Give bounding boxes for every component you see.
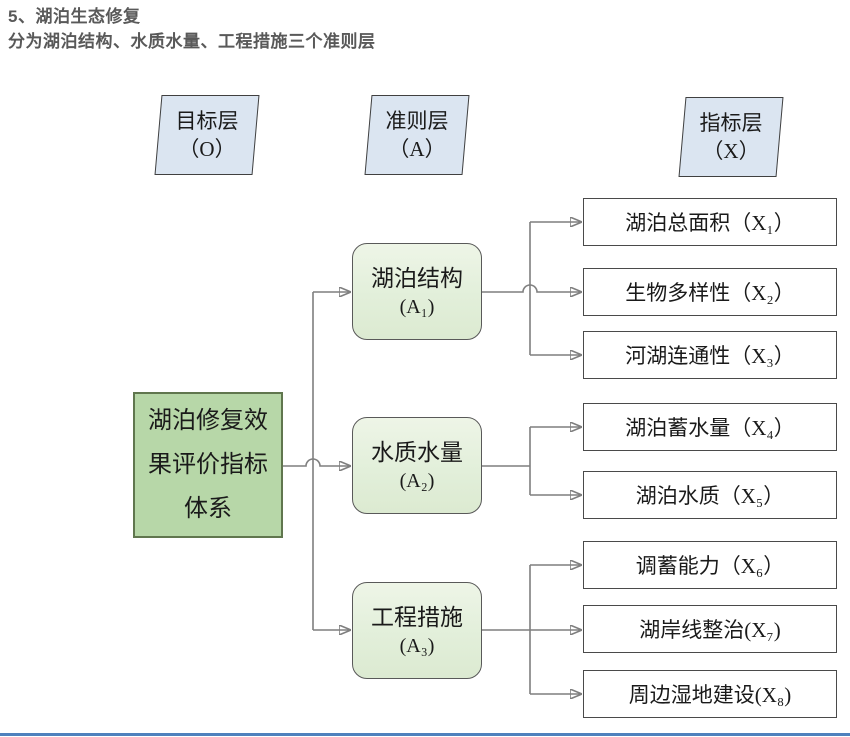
bottom-divider-rule <box>0 733 850 736</box>
indicator-box-x8: 周边湿地建设(X₈) <box>583 670 837 718</box>
goal-box: 湖泊修复效果评价指标体系 <box>133 392 283 538</box>
criterion-box-a1: 湖泊结构 (A₁) <box>352 243 482 340</box>
indicator-box-x5: 湖泊水质（X₅） <box>583 471 837 519</box>
indicator-box-x7: 湖岸线整治(X₇) <box>583 605 837 653</box>
layer-criteria-code: （A） <box>388 137 446 161</box>
goal-box-label: 湖泊修复效果评价指标体系 <box>148 408 268 522</box>
criterion-box-a2: 水质水量 (A₂) <box>352 417 482 514</box>
layer-header-criteria: 准则层 （A） <box>364 95 470 175</box>
layer-goal-label: 目标层 <box>175 109 239 133</box>
criterion-a3-code: (A₃) <box>399 634 435 657</box>
indicator-x7-label: 湖岸线整治(X₇) <box>639 618 781 642</box>
title-line-2: 分为湖泊结构、水质水量、工程措施三个准则层 <box>8 32 376 51</box>
indicator-x6-label: 调蓄能力（X₆） <box>635 554 785 578</box>
criterion-a2-code: (A₂) <box>399 469 435 492</box>
criterion-a1-label: 湖泊结构 <box>371 265 463 291</box>
title-line-1: 5、湖泊生态修复 <box>8 7 141 26</box>
indicator-x5-label: 湖泊水质（X₅） <box>635 484 785 508</box>
indicator-x4-label: 湖泊蓄水量（X₄） <box>625 416 795 440</box>
layer-indicator-label: 指标层 <box>699 111 763 135</box>
criterion-box-a3: 工程措施 (A₃) <box>352 582 482 679</box>
criterion-a1-code: (A₁) <box>399 295 435 318</box>
layer-header-goal: 目标层 （O） <box>154 95 260 175</box>
indicator-x3-label: 河湖连通性（X₃） <box>625 344 795 368</box>
layer-header-indicator: 指标层 （X） <box>678 97 784 177</box>
indicator-box-x4: 湖泊蓄水量（X₄） <box>583 403 837 451</box>
indicator-box-x3: 河湖连通性（X₃） <box>583 331 837 379</box>
indicator-x8-label: 周边湿地建设(X₈) <box>628 683 792 707</box>
criterion-a3-label: 工程措施 <box>371 604 463 630</box>
criterion-a2-label: 水质水量 <box>371 439 463 465</box>
indicator-x1-label: 湖泊总面积（X₁） <box>625 211 795 235</box>
layer-criteria-label: 准则层 <box>385 109 449 133</box>
layer-goal-code: （O） <box>178 137 236 161</box>
indicator-x2-label: 生物多样性（X₂） <box>625 281 795 305</box>
indicator-box-x6: 调蓄能力（X₆） <box>583 541 837 589</box>
indicator-box-x1: 湖泊总面积（X₁） <box>583 198 837 246</box>
page-title: 5、湖泊生态修复 分为湖泊结构、水质水量、工程措施三个准则层 <box>8 4 376 54</box>
layer-indicator-code: （X） <box>702 139 760 163</box>
indicator-box-x2: 生物多样性（X₂） <box>583 268 837 316</box>
